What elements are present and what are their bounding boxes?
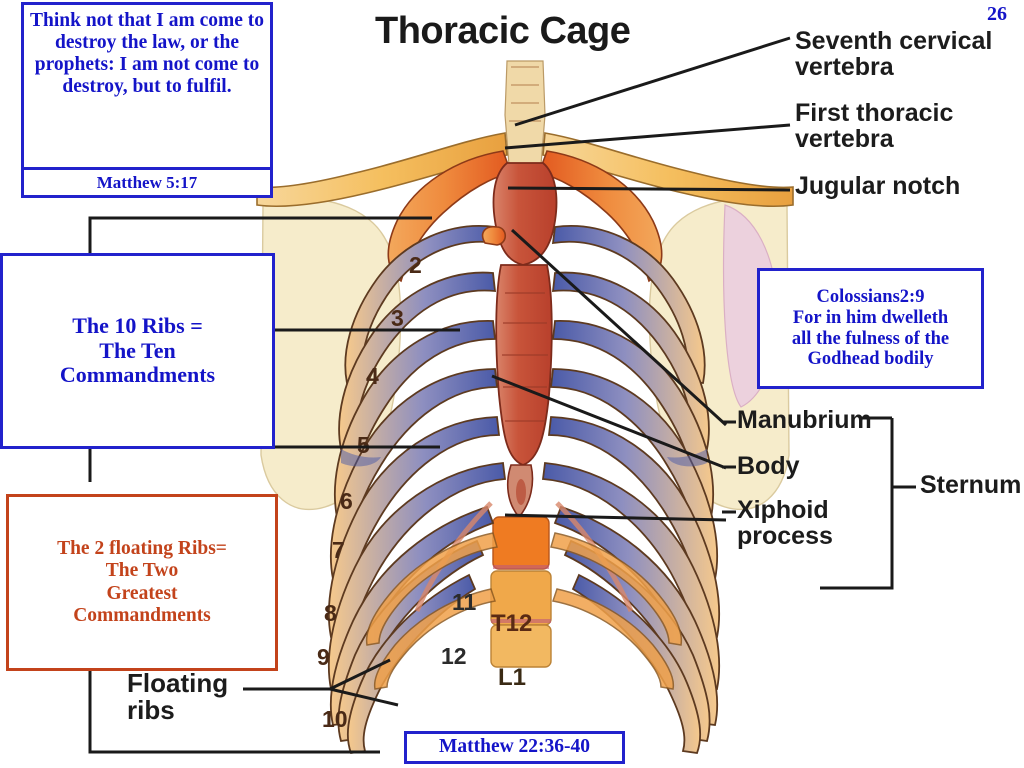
rib-number-4: 4 [366,363,379,389]
label-sternum: Sternum [920,471,1022,499]
label-first-thoracic-vertebra: First thoracic vertebra [795,99,954,154]
scripture-reference-matthew-5-17[interactable]: Matthew 5:17 [21,167,273,198]
right-clavicle [542,132,794,208]
teaching-box-two-floating-ribs[interactable]: The 2 floating Ribs= The Two Greatest Co… [6,494,278,671]
rib-number-7: 7 [332,537,345,563]
label-sternum-body: Body [737,452,800,480]
leader-seventh-cervical [514,36,791,127]
rib-number-12: 12 [441,643,467,669]
leader-floating-ribs-11 [329,658,391,691]
rib-number-2: 2 [409,252,422,278]
label-manubrium: Manubrium [737,406,872,434]
leader-xiphoid [504,513,727,522]
label-xiphoid-process: Xiphoid process [737,496,833,551]
rib-number-8: 8 [324,600,337,626]
left-clavicle [256,132,508,208]
rib-number-5: 5 [357,432,370,458]
thoracic-cage-illustration [255,55,795,755]
label-vertebra-l1: L1 [498,664,527,691]
rib-2-left-cartilage [481,225,507,246]
rib-number-3: 3 [391,305,404,331]
rib-number-9: 9 [317,644,330,670]
rib-1-right [537,150,663,283]
connector-ten-ribs-upper [88,216,432,253]
rib-number-6: 6 [340,488,353,514]
leader-floating-ribs-12 [329,687,399,707]
leader-manubrium [510,228,728,427]
vertebra-lower [490,624,552,668]
page-title: Thoracic Cage [375,10,631,52]
label-seventh-cervical-vertebra: Seventh cervical vertebra [795,27,993,82]
rib-12-left-floating [373,588,496,690]
leader-body [491,374,727,470]
label-floating-ribs: Floating ribs [127,668,229,726]
scripture-reference-matthew-22-36-40[interactable]: Matthew 22:36-40 [404,731,625,764]
label-jugular-notch: Jugular notch [795,172,961,200]
rib-number-10: 10 [322,706,348,732]
teaching-box-ten-ribs[interactable]: The 10 Ribs = The Ten Commandments [0,253,275,449]
rib-12-right-floating [552,588,675,690]
sternum-bracket [820,418,894,590]
rib-11-right-floating [550,532,683,646]
label-vertebra-t12: T12 [491,610,533,637]
leader-first-thoracic [504,123,791,150]
scripture-box-colossians-2-9[interactable]: Colossians2:9 For in him dwelleth all th… [757,268,984,389]
scripture-box-matthew-5-17[interactable]: Think not that I am come to destroy the … [21,2,273,167]
connector-two-ribs-lower [88,671,380,754]
rib-11-left-floating [365,532,498,646]
slide-number: 26 [987,3,1007,25]
leader-jugular-notch [507,186,791,192]
rib-number-11: 11 [452,589,477,615]
rib-1-left [387,150,513,283]
